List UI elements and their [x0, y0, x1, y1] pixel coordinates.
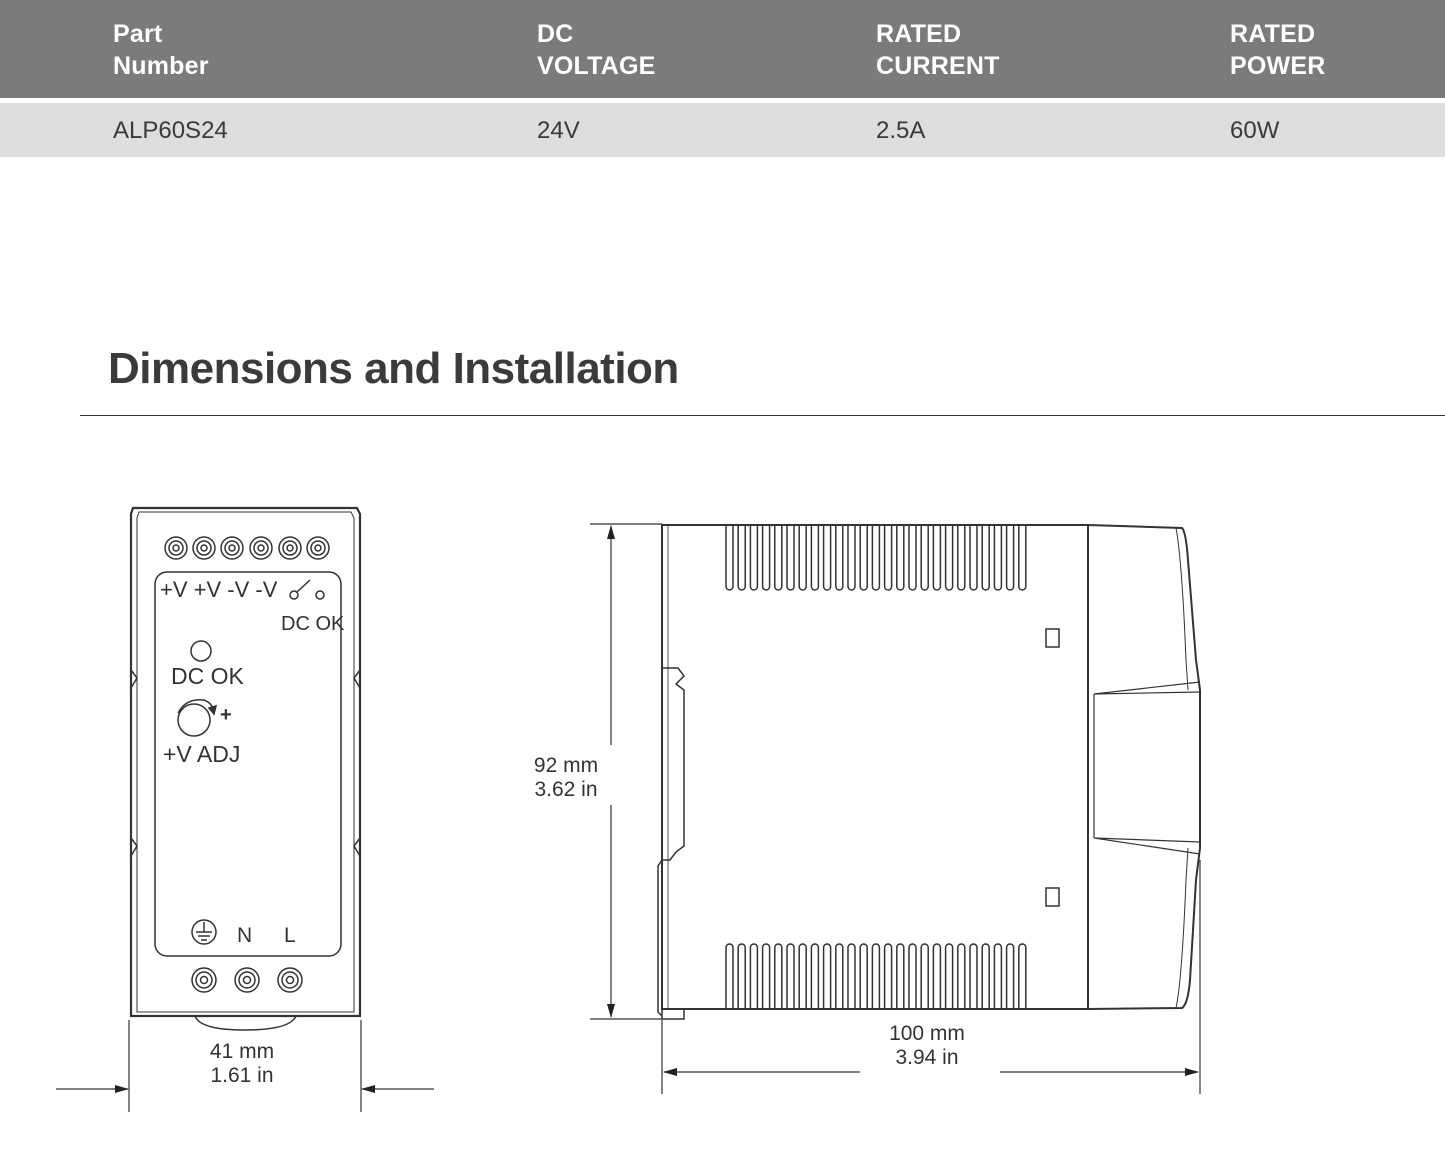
- led-icon: [190, 640, 212, 662]
- vent-slot: [932, 943, 942, 1009]
- cell-part-number: ALP60S24: [113, 117, 228, 144]
- vent-slot: [896, 943, 905, 1009]
- vent-slot: [737, 525, 746, 591]
- screw-terminal-icon: [191, 967, 217, 993]
- vent-slot: [1005, 943, 1015, 1009]
- screw-terminal-icon: [164, 536, 188, 560]
- vent-slot: [761, 525, 771, 591]
- vent-slot: [749, 525, 759, 591]
- top-vents: [725, 525, 1027, 591]
- screw-terminal-icon: [306, 536, 330, 560]
- header-rated-current: RATED CURRENT: [876, 20, 1000, 80]
- vent-slot: [786, 943, 795, 1009]
- vent-slot: [798, 943, 807, 1009]
- vent-slot: [847, 943, 856, 1009]
- height-in: 3.62 in: [534, 778, 597, 801]
- cell-rated-power: 60W: [1230, 117, 1280, 144]
- vent-slot: [847, 525, 856, 591]
- vent-slot: [835, 525, 844, 591]
- label-panel: [154, 571, 342, 957]
- vent-slot: [883, 943, 893, 1009]
- header-divider: [0, 98, 1445, 103]
- cell-dc-voltage: 24V: [537, 117, 580, 144]
- vent-slot: [871, 943, 881, 1009]
- ground-icon: [191, 919, 217, 945]
- vent-slot: [859, 525, 868, 591]
- relay-label: DC OK: [281, 613, 345, 635]
- vent-slot: [786, 525, 795, 591]
- screw-terminal-icon: [278, 536, 302, 560]
- vent-slot: [920, 943, 929, 1009]
- width-mm: 41 mm: [210, 1040, 274, 1063]
- vent-slot: [749, 943, 759, 1009]
- top-terminals: [164, 536, 330, 560]
- bottom-terminals: [191, 967, 303, 993]
- screw-terminal-icon: [234, 967, 260, 993]
- vent-slot: [774, 525, 783, 591]
- vent-slot: [920, 525, 929, 591]
- vent-slot: [1018, 943, 1027, 1009]
- vent-slot: [944, 525, 954, 591]
- section-divider: [80, 415, 1445, 416]
- vent-slot: [883, 525, 893, 591]
- depth-mm: 100 mm: [889, 1022, 965, 1045]
- vent-slot: [835, 943, 844, 1009]
- vent-slot: [944, 943, 954, 1009]
- side-view: [590, 523, 1201, 1094]
- vent-slot: [822, 525, 832, 591]
- vent-slot: [993, 525, 1003, 591]
- vent-slot: [871, 525, 881, 591]
- vent-slot: [798, 525, 807, 591]
- screw-terminal-icon: [192, 536, 216, 560]
- vent-slot: [957, 943, 966, 1009]
- vent-slot: [810, 525, 820, 591]
- front-view: [56, 506, 434, 1112]
- width-in: 1.61 in: [210, 1064, 273, 1087]
- vent-slot: [774, 943, 783, 1009]
- bottom-vents: [725, 943, 1027, 1009]
- vent-slot: [932, 525, 942, 591]
- adj-label: +V ADJ: [163, 741, 240, 767]
- vent-slot: [969, 525, 978, 591]
- vent-slot: [908, 943, 917, 1009]
- terminal-label-l: L: [284, 924, 296, 947]
- vent-slot: [969, 943, 978, 1009]
- side-tab-lower: [1045, 887, 1060, 907]
- vent-slot: [810, 943, 820, 1009]
- vent-slot: [737, 943, 746, 1009]
- vent-slot: [981, 943, 990, 1009]
- section-title: Dimensions and Installation: [108, 344, 679, 393]
- vent-slot: [1018, 525, 1027, 591]
- screw-terminal-icon: [277, 967, 303, 993]
- vent-slot: [822, 943, 832, 1009]
- screw-terminal-icon: [249, 536, 273, 560]
- led-label: DC OK: [171, 663, 245, 689]
- vent-slot: [993, 943, 1003, 1009]
- cell-rated-current: 2.5A: [876, 117, 926, 144]
- spec-table-header: Part Number DC VOLTAGE RATED CURRENT RAT…: [0, 0, 1445, 98]
- terminal-label-n: N: [237, 924, 252, 947]
- side-tab-upper: [1045, 628, 1060, 648]
- vent-slot: [908, 525, 917, 591]
- potentiometer-icon: [177, 699, 218, 737]
- depth-in: 3.94 in: [895, 1046, 958, 1069]
- adj-plus: +: [220, 704, 232, 726]
- vent-slot: [957, 525, 966, 591]
- vent-slot: [859, 943, 868, 1009]
- header-part-number: Part Number: [113, 20, 209, 80]
- vent-slot: [896, 525, 905, 591]
- screw-terminal-icon: [220, 536, 244, 560]
- table-row: ALP60S24 24V 2.5A 60W: [0, 103, 1445, 157]
- header-rated-power: RATED POWER: [1230, 20, 1326, 80]
- vent-slot: [981, 525, 990, 591]
- height-mm: 92 mm: [534, 754, 598, 777]
- vent-slot: [1005, 525, 1015, 591]
- top-terminal-labels: +V +V -V -V: [160, 577, 278, 602]
- vent-slot: [725, 525, 734, 591]
- header-dc-voltage: DC VOLTAGE: [537, 20, 656, 80]
- vent-slot: [761, 943, 771, 1009]
- relay-switch-icon: [289, 579, 325, 600]
- vent-slot: [725, 943, 734, 1009]
